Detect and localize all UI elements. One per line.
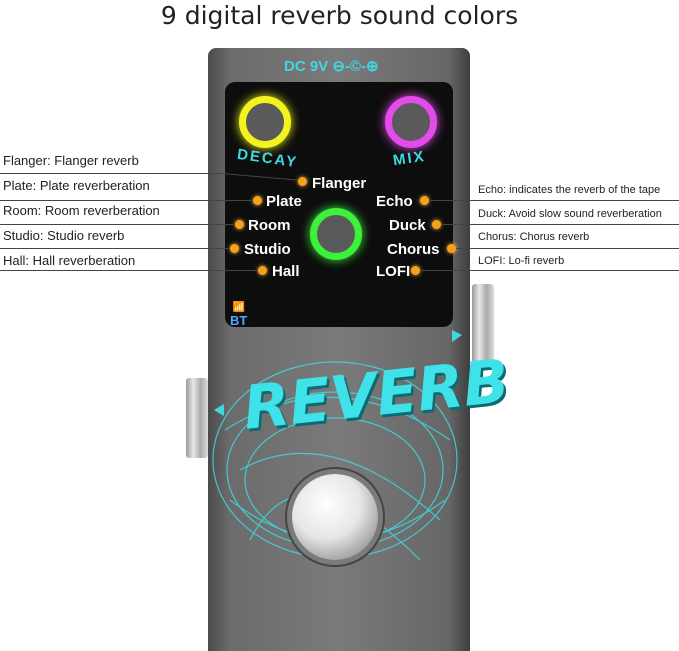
leader-line-hall (0, 270, 258, 271)
note-duck: Duck: Avoid slow sound reverberation (478, 208, 662, 220)
mode-label-flanger: Flanger (312, 175, 367, 192)
decay-knob[interactable] (239, 96, 291, 148)
note-plate: Plate: Plate reverberation (3, 178, 150, 193)
input-jack (472, 284, 494, 364)
leader-line-chorus (456, 248, 679, 249)
indicator-dot-chorus (447, 244, 456, 253)
indicator-dot-duck (432, 220, 441, 229)
indicator-dot-hall (258, 266, 267, 275)
leader-line-flanger (0, 173, 222, 174)
mode-label-echo: Echo (376, 193, 413, 210)
note-hall: Hall: Hall reverberation (3, 253, 136, 268)
signal-icon: 📶 (232, 302, 245, 313)
mode-label-duck: Duck (389, 217, 426, 234)
note-flanger: Flanger: Flanger reverb (3, 153, 139, 168)
mode-label-room: Room (248, 217, 291, 234)
footswitch-button[interactable] (292, 474, 378, 560)
mix-knob[interactable] (385, 96, 437, 148)
leader-line-duck (441, 224, 679, 225)
leader-line-studio (0, 248, 230, 249)
arrow-left-icon (214, 404, 224, 416)
bt-label: BT (230, 313, 248, 328)
indicator-dot-plate (253, 196, 262, 205)
mode-label-plate: Plate (266, 193, 302, 210)
mode-label-chorus: Chorus (387, 241, 440, 258)
note-chorus: Chorus: Chorus reverb (478, 231, 590, 243)
indicator-dot-flanger (298, 177, 307, 186)
indicator-dot-lofi (411, 266, 420, 275)
leader-line-room (0, 224, 235, 225)
indicator-dot-studio (230, 244, 239, 253)
mode-selector-knob[interactable] (310, 208, 362, 260)
mode-label-lofi: LOFI (376, 263, 411, 280)
note-studio: Studio: Studio reverb (3, 228, 125, 243)
arrow-right-icon (452, 330, 462, 342)
leader-line-plate (0, 200, 253, 201)
page-title: 9 digital reverb sound colors (160, 1, 519, 30)
indicator-dot-echo (420, 196, 429, 205)
leader-line-echo (429, 200, 679, 201)
note-room: Room: Room reverberation (3, 203, 160, 218)
mode-label-hall: Hall (272, 263, 300, 280)
bluetooth-indicator: 📶 BT (230, 302, 247, 328)
note-echo: Echo: indicates the reverb of the tape (478, 184, 661, 196)
output-jack (186, 378, 208, 458)
note-lofi: LOFI: Lo-fi reverb (478, 255, 565, 267)
indicator-dot-room (235, 220, 244, 229)
mode-label-studio: Studio (244, 241, 291, 258)
leader-line-lofi (420, 270, 679, 271)
power-label: DC 9V ⊖-©-⊕ (284, 58, 379, 75)
